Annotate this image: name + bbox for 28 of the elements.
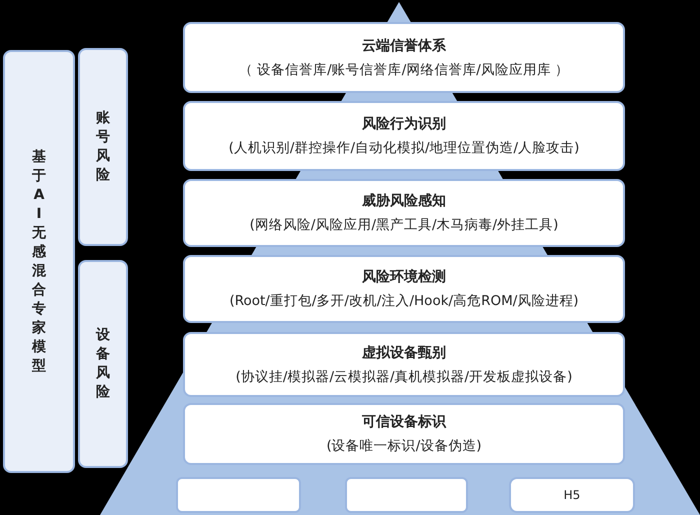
layer-description: (人机识别/群控操作/自动化模拟/地理位置伪造/人脸攻击) xyxy=(228,139,580,157)
side-label: 基于AI无感混合专家模型 xyxy=(32,148,46,376)
layer-box xyxy=(183,101,625,171)
layer-title: 可信设备标识 xyxy=(362,413,446,431)
side-bar xyxy=(78,48,128,246)
layer-title: 威胁风险感知 xyxy=(362,192,446,210)
layer-box xyxy=(183,332,625,397)
layer-description: (Root/重打包/多开/改机/注入/Hook/高危ROM/风险进程) xyxy=(229,292,579,310)
platform-box xyxy=(176,477,301,513)
layer-title: 云端信誉体系 xyxy=(362,36,446,54)
side-label: 设备风险 xyxy=(96,326,110,402)
layer-description: (网络风险/风险应用/黑产工具/木马病毒/外挂工具) xyxy=(250,216,558,234)
layer-title: 虚拟设备甄别 xyxy=(362,344,446,362)
layer-description: (协议挂/模拟器/云模拟器/真机模拟器/开发板虚拟设备) xyxy=(236,368,572,386)
layer-box xyxy=(183,22,625,93)
platform-box xyxy=(509,477,635,513)
side-label: 账号风险 xyxy=(96,109,110,185)
layer-title: 风险环境检测 xyxy=(362,268,446,286)
side-bar xyxy=(78,260,128,468)
layer-description: （ 设备信誉库/账号信誉库/网络信誉库/风险应用库 ） xyxy=(238,60,570,78)
platform-box xyxy=(345,477,468,513)
side-bar xyxy=(3,50,75,473)
layer-box xyxy=(183,403,625,465)
platform-label: H5 xyxy=(564,488,580,502)
layer-box xyxy=(183,255,625,323)
layer-box xyxy=(183,179,625,247)
layer-title: 风险行为识别 xyxy=(362,115,446,133)
layer-description: (设备唯一标识/设备伪造) xyxy=(326,437,482,455)
